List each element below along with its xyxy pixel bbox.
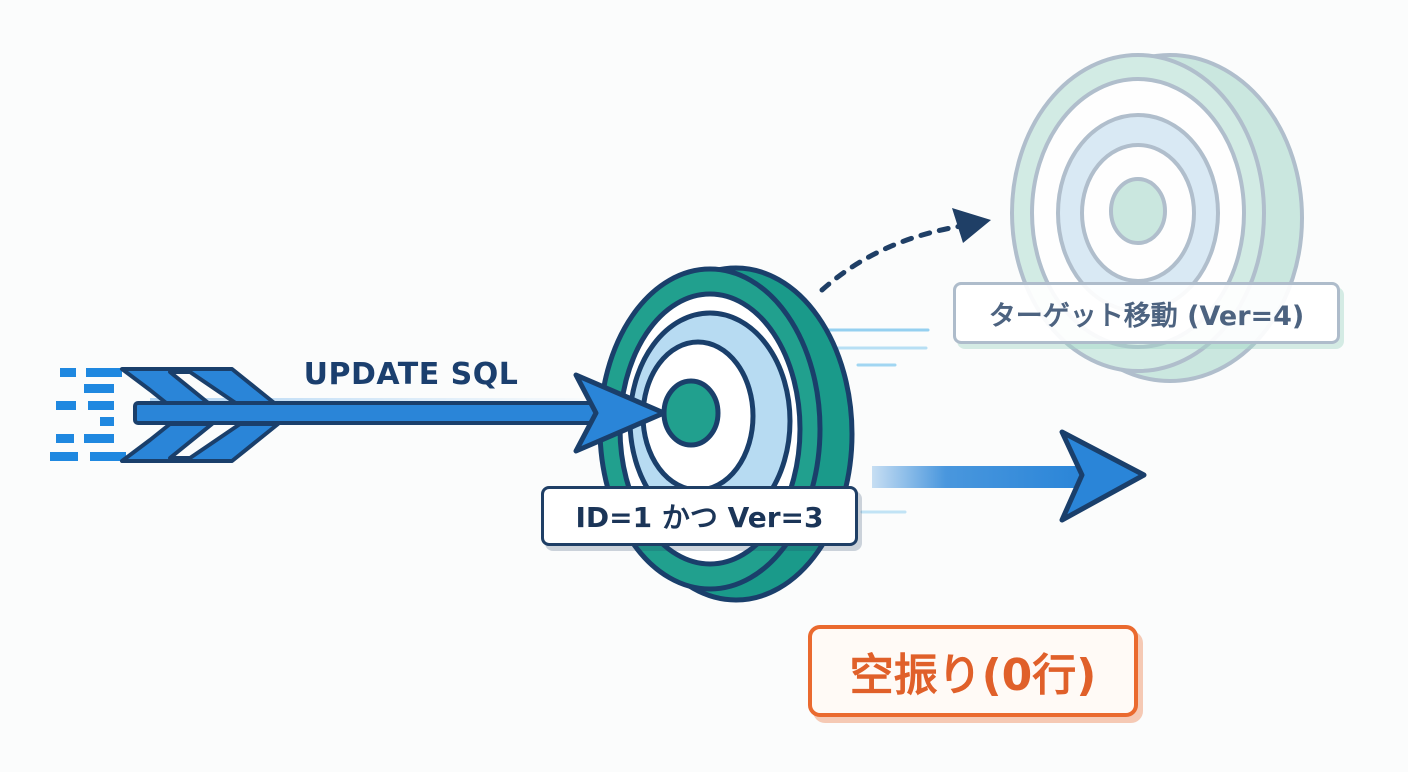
arrow-icon [120,367,667,463]
result-label: 空振り(0行) [808,625,1138,717]
move-path-arrow-icon [819,208,991,293]
condition-label: ID=1 かつ Ver=3 [541,486,858,546]
update-sql-label: UPDATE SQL [303,356,519,392]
moved-target-label: ターゲット移動 (Ver=4) [953,282,1340,344]
arrow-motion-trail [50,368,126,461]
motion-lines [816,328,930,514]
target-icon [597,265,855,603]
miss-arrow-right-icon [872,429,1147,523]
